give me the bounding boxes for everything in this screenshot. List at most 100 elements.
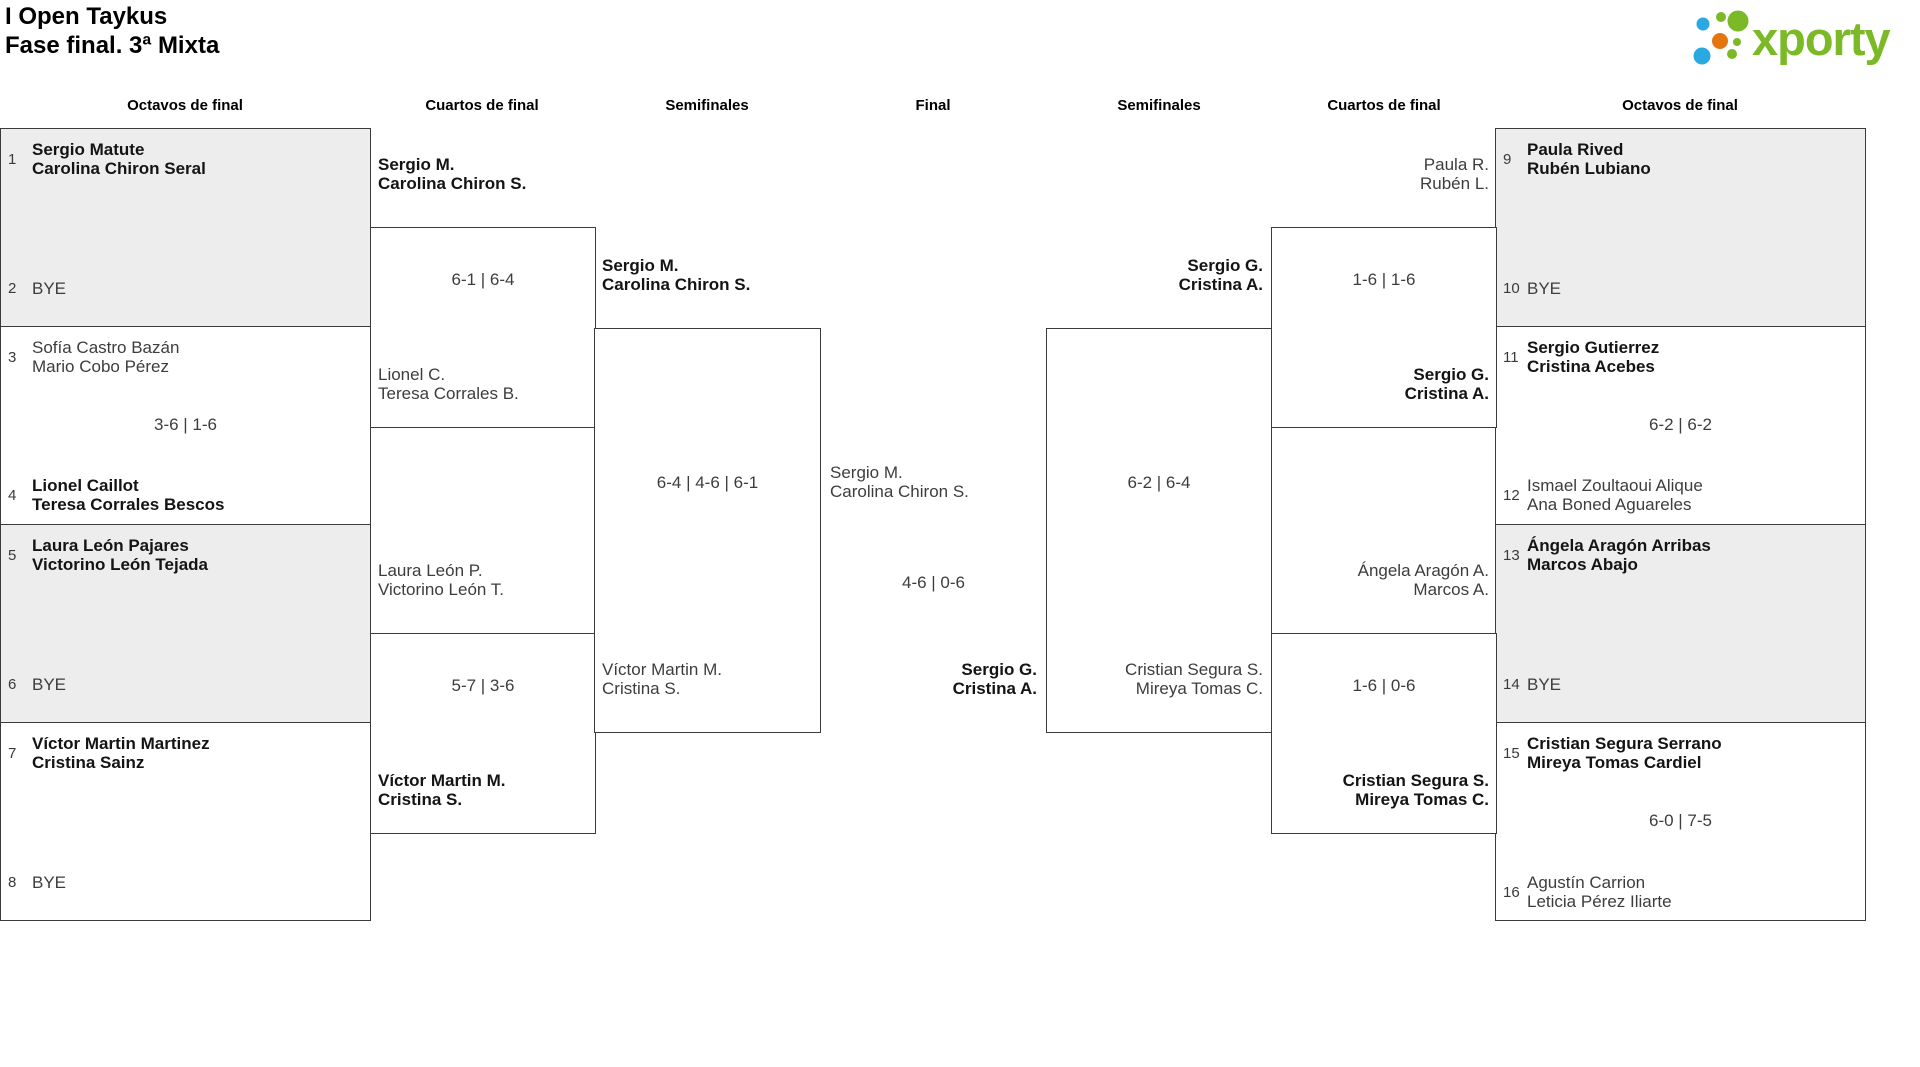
seed-number: 6 — [8, 676, 17, 693]
team-name: Cristian Segura Serrano Mireya Tomas Car… — [1527, 734, 1722, 772]
bye-text: BYE — [1527, 675, 1562, 694]
bracket-entry-seed-7: 7 Víctor Martin Martinez Cristina Sainz — [8, 734, 210, 772]
logo-dots-icon — [1693, 10, 1749, 65]
match-score-oct-3-4: 3-6 | 1-6 — [153, 415, 217, 434]
round-header-semis-right: Semifinales — [1117, 97, 1201, 114]
match-score-qf-l1: 6-1 | 6-4 — [451, 270, 515, 289]
bracket-entry-seed-3: 3 Sofía Castro Bazán Mario Cobo Pérez — [8, 338, 179, 376]
team-member: Carolina Chiron Seral — [32, 159, 206, 178]
team-member: Cristian Segura Serrano — [1527, 734, 1722, 753]
match-box-oct-l1 — [0, 128, 371, 327]
seed-number: 11 — [1503, 348, 1519, 366]
sf-r-bottom-team: Cristian Segura S. Mireya Tomas C. — [1054, 660, 1263, 698]
team-name: Lionel Caillot Teresa Corrales Bescos — [32, 476, 224, 514]
bye-label: BYE — [1527, 279, 1561, 298]
round-header-semis-left: Semifinales — [665, 97, 749, 114]
bye-text: BYE — [1527, 279, 1562, 298]
qf-l2-top-team: Laura León P. Victorino León T. — [378, 561, 504, 599]
sf-l-bottom-team: Víctor Martin M. Cristina S. — [602, 660, 722, 698]
match-box-oct-r1 — [1495, 128, 1866, 327]
team-member: Víctor Martin M. — [378, 771, 506, 790]
team-member: Rubén L. — [1420, 174, 1489, 193]
team-member: Teresa Corrales Bescos — [32, 495, 225, 514]
team-member: Cristina S. — [378, 790, 463, 809]
match-box-qf-l2 — [370, 633, 596, 834]
team-member: Sergio G. — [1187, 256, 1263, 275]
team-member: Carolina Chiron S. — [830, 482, 969, 501]
bracket-entry-seed-10: 10 BYE — [1503, 279, 1561, 298]
team-member: Lionel C. — [378, 365, 446, 384]
bracket-entry-seed-2: 2 BYE — [8, 279, 66, 298]
brand-logo[interactable]: xporty — [1685, 4, 1910, 66]
seed-number: 9 — [1503, 150, 1512, 168]
match-box-qf-r1 — [1271, 227, 1497, 428]
sf-l-top-team: Sergio M. Carolina Chiron S. — [602, 256, 750, 294]
bracket-entry-seed-11: 11 Sergio Gutierrez Cristina Acebes — [1503, 338, 1659, 376]
seed-number: 5 — [8, 546, 17, 564]
team-member: Lionel Caillot — [32, 476, 139, 495]
seed-number: 3 — [8, 348, 17, 366]
team-member: Ismael Zoultaoui Alique — [1527, 476, 1703, 495]
team-name: Víctor Martin Martinez Cristina Sainz — [32, 734, 210, 772]
seed-number: 4 — [8, 486, 17, 504]
team-member: Laura León P. — [378, 561, 483, 580]
team-member: Víctor Martin M. — [602, 660, 722, 679]
team-member: Leticia Pérez Iliarte — [1527, 892, 1672, 911]
seed-number: 1 — [8, 150, 17, 168]
team-member: Mireya Tomas C. — [1355, 790, 1489, 809]
team-member: Mireya Tomas C. — [1135, 679, 1263, 698]
bracket-entry-seed-8: 8 BYE — [8, 873, 66, 892]
round-header-cuartos-left: Cuartos de final — [425, 97, 539, 114]
team-member: Sofía Castro Bazán — [32, 338, 180, 357]
team-member: Ángela Aragón Arribas — [1527, 536, 1711, 555]
match-score-oct-11-12: 6-2 | 6-2 — [1648, 415, 1712, 434]
match-box-sf-l — [594, 328, 821, 733]
match-score-sf-r: 6-2 | 6-4 — [1127, 473, 1191, 492]
team-name: Ángela Aragón Arribas Marcos Abajo — [1527, 536, 1711, 574]
seed-number: 2 — [8, 280, 17, 297]
qf-l1-top-team: Sergio M. Carolina Chiron S. — [378, 155, 526, 193]
seed-number: 14 — [1503, 676, 1520, 693]
team-member: Sergio M. — [830, 463, 903, 482]
team-member: Cristina Sainz — [32, 753, 145, 772]
match-box-qf-l1 — [370, 227, 596, 428]
bracket-entry-seed-16: 16 Agustín Carrion Leticia Pérez Iliarte — [1503, 873, 1672, 911]
match-score-final: 4-6 | 0-6 — [901, 573, 965, 592]
team-name: Sergio Matute Carolina Chiron Seral — [32, 140, 206, 178]
match-box-sf-r — [1046, 328, 1272, 733]
team-member: Ana Boned Aguareles — [1527, 495, 1692, 514]
seed-number: 15 — [1503, 744, 1520, 762]
team-member: Teresa Corrales B. — [378, 384, 519, 403]
match-box-oct-r2 — [1495, 326, 1866, 525]
match-score-qf-r1: 1-6 | 1-6 — [1352, 270, 1416, 289]
final-top-team: Sergio M. Carolina Chiron S. — [830, 463, 969, 501]
team-member: Cristina Acebes — [1527, 357, 1655, 376]
team-member: Sergio Matute — [32, 140, 145, 159]
round-header-final: Final — [915, 97, 951, 114]
team-name: Paula Rived Rubén Lubiano — [1527, 140, 1651, 178]
bye-text: BYE — [32, 873, 67, 892]
team-member: Cristina S. — [602, 679, 681, 698]
team-member: Marcos Abajo — [1527, 555, 1638, 574]
team-name: Laura León Pajares Victorino León Tejada — [32, 536, 208, 574]
team-member: Carolina Chiron S. — [378, 174, 527, 193]
team-member: Sergio M. — [602, 256, 679, 275]
qf-r2-top-team: Ángela Aragón A. Marcos A. — [1280, 561, 1489, 599]
team-member: Sergio G. — [1413, 365, 1489, 384]
team-member: Cristian Segura S. — [1342, 771, 1489, 790]
qf-r1-bottom-team: Sergio G. Cristina A. — [1280, 365, 1489, 403]
page-title: I Open Taykus Fase final. 3ª Mixta — [5, 2, 219, 60]
team-member: Sergio Gutierrez — [1527, 338, 1660, 357]
tournament-name: I Open Taykus — [5, 3, 168, 30]
match-box-oct-l3 — [0, 524, 371, 723]
team-member: Cristina A. — [952, 679, 1037, 698]
match-box-oct-r4 — [1495, 722, 1866, 921]
match-score-qf-r2: 1-6 | 0-6 — [1352, 676, 1416, 695]
match-score-sf-l: 6-4 | 4-6 | 6-1 — [656, 473, 759, 492]
round-header-octavos-left: Octavos de final — [127, 97, 243, 114]
team-name: Ismael Zoultaoui Alique Ana Boned Aguare… — [1527, 476, 1703, 514]
team-name: Sofía Castro Bazán Mario Cobo Pérez — [32, 338, 179, 376]
bye-label: BYE — [32, 279, 66, 298]
seed-number: 16 — [1503, 883, 1520, 901]
